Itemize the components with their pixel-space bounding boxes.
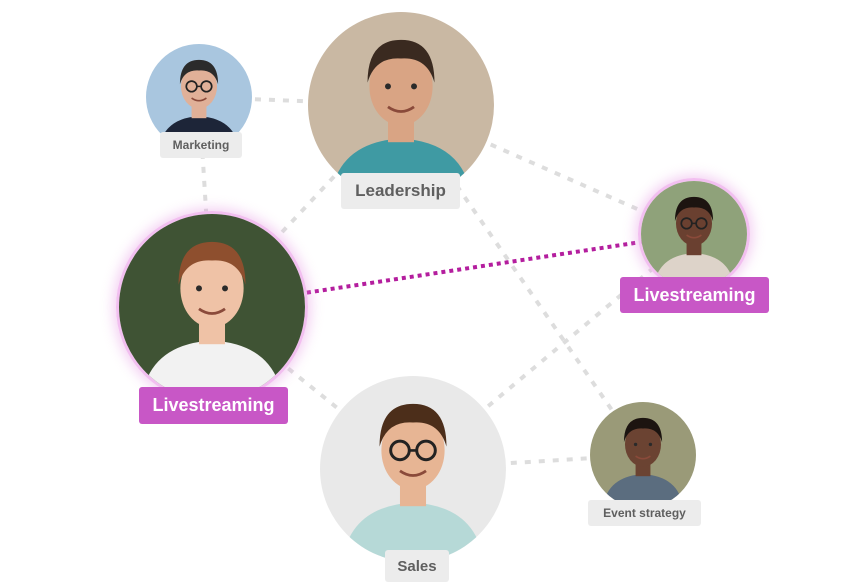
tag-leadership: Leadership <box>341 173 460 209</box>
tag-sales: Sales <box>385 550 449 582</box>
avatar-sales[interactable] <box>320 376 506 562</box>
avatar-livestreaming-woman[interactable] <box>116 211 308 403</box>
tag-livestreaming-woman-2: Livestreaming <box>620 277 769 313</box>
avatar-leadership[interactable] <box>308 12 494 198</box>
tag-event-strategy: Event strategy <box>588 500 701 526</box>
avatar-livestreaming-woman-2[interactable] <box>638 178 750 290</box>
avatar-event-strategy[interactable] <box>590 402 696 508</box>
tag-livestreaming-woman: Livestreaming <box>139 387 288 424</box>
tag-marketing: Marketing <box>160 132 242 158</box>
